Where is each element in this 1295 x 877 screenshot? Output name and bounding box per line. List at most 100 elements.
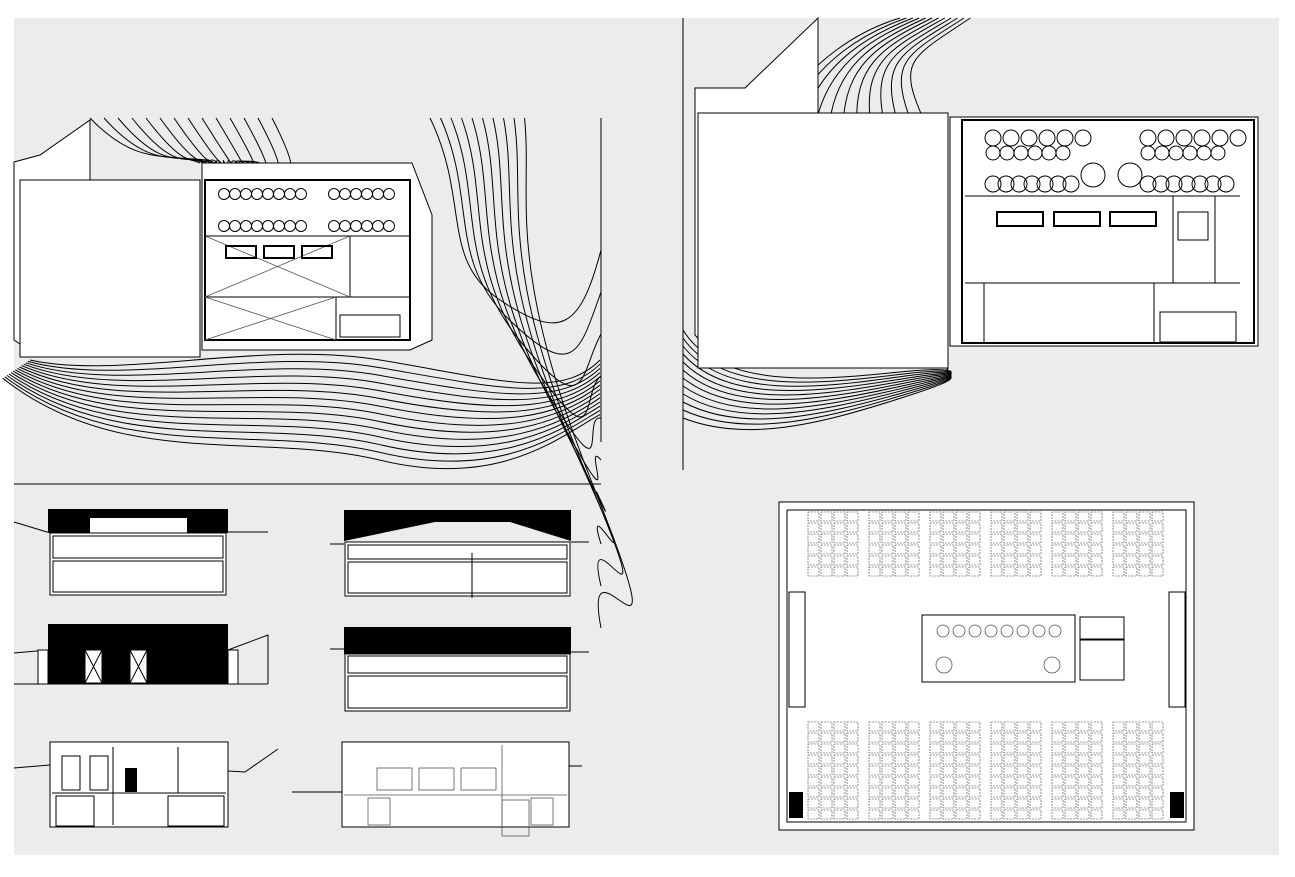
retaining-wall [227, 649, 239, 685]
barrel [955, 522, 968, 533]
barrel [968, 798, 981, 809]
barrel [1151, 754, 1164, 765]
barrel [1064, 776, 1077, 787]
barrel [1090, 511, 1103, 522]
barrel [881, 787, 894, 798]
tank [1152, 175, 1170, 193]
barrel [894, 743, 907, 754]
barrel [1112, 809, 1125, 820]
barrel-racks [55, 795, 95, 827]
elevation-south [330, 510, 589, 598]
barrel [929, 721, 942, 732]
barrel [820, 787, 833, 798]
barrel [881, 566, 894, 577]
barrel [955, 776, 968, 787]
barrel [881, 776, 894, 787]
contour-lines [2, 117, 633, 629]
contour-line [682, 367, 952, 431]
barrel [846, 721, 859, 732]
contour-line [29, 353, 601, 384]
contour-line [868, 17, 946, 114]
barrel [1051, 721, 1064, 732]
barrel [846, 544, 859, 555]
barrel [1077, 776, 1090, 787]
barrel [833, 787, 846, 798]
tank [295, 220, 307, 232]
barrel [1125, 566, 1138, 577]
barrel [1138, 787, 1151, 798]
barrel [1077, 732, 1090, 743]
barrel [1064, 787, 1077, 798]
barrel [955, 809, 968, 820]
barrel [1090, 566, 1103, 577]
tank [1217, 175, 1235, 193]
barrel [942, 544, 955, 555]
barrel [990, 776, 1003, 787]
barrel [846, 555, 859, 566]
barrel [1051, 544, 1064, 555]
barrel [1064, 721, 1077, 732]
barrel [1003, 798, 1016, 809]
barrel [868, 765, 881, 776]
contour-line [910, 17, 971, 114]
barrel [942, 776, 955, 787]
barrel [1112, 765, 1125, 776]
barrel [881, 522, 894, 533]
barrel [894, 754, 907, 765]
facade-panel [347, 655, 568, 674]
barrel [833, 555, 846, 566]
barrel [907, 743, 920, 754]
tank [1178, 175, 1196, 193]
barrel [894, 765, 907, 776]
barrel [1029, 798, 1042, 809]
barrel [990, 787, 1003, 798]
barrel [1112, 732, 1125, 743]
barrel [942, 754, 955, 765]
ground-line [13, 748, 279, 773]
barrel [990, 809, 1003, 820]
barrel [820, 809, 833, 820]
contour-line [12, 370, 601, 433]
barrel [1090, 544, 1103, 555]
barrel [820, 511, 833, 522]
barrel [833, 721, 846, 732]
barrel [968, 555, 981, 566]
contour-line [429, 117, 602, 324]
barrel [1077, 566, 1090, 577]
barrel [1051, 809, 1064, 820]
barrel [1138, 522, 1151, 533]
barrel [807, 555, 820, 566]
plan-inner-wall [786, 509, 1187, 823]
barrel [1125, 809, 1138, 820]
barrel [846, 798, 859, 809]
barrel [907, 787, 920, 798]
barrel [807, 533, 820, 544]
barrel [1125, 721, 1138, 732]
barrel [1077, 533, 1090, 544]
barrel [1016, 732, 1029, 743]
barrel [1003, 721, 1016, 732]
barrel [929, 555, 942, 566]
contour-line [492, 117, 606, 512]
barrel [1064, 743, 1077, 754]
barrel [820, 544, 833, 555]
barrel [1090, 809, 1103, 820]
contour-line [482, 117, 602, 481]
barrel-table [984, 624, 998, 638]
barrel [1077, 754, 1090, 765]
barrel [1077, 787, 1090, 798]
barrel [807, 798, 820, 809]
contour-line [4, 376, 601, 462]
contour-line [6, 374, 601, 455]
barrel [868, 798, 881, 809]
press-machine [996, 211, 1044, 227]
barrel [990, 754, 1003, 765]
barrel [1051, 511, 1064, 522]
barrel [881, 533, 894, 544]
building-left-block [697, 112, 949, 369]
tank [1049, 175, 1067, 193]
barrel [942, 721, 955, 732]
barrel [1051, 798, 1064, 809]
facade-panel [347, 544, 568, 560]
barrel [942, 511, 955, 522]
